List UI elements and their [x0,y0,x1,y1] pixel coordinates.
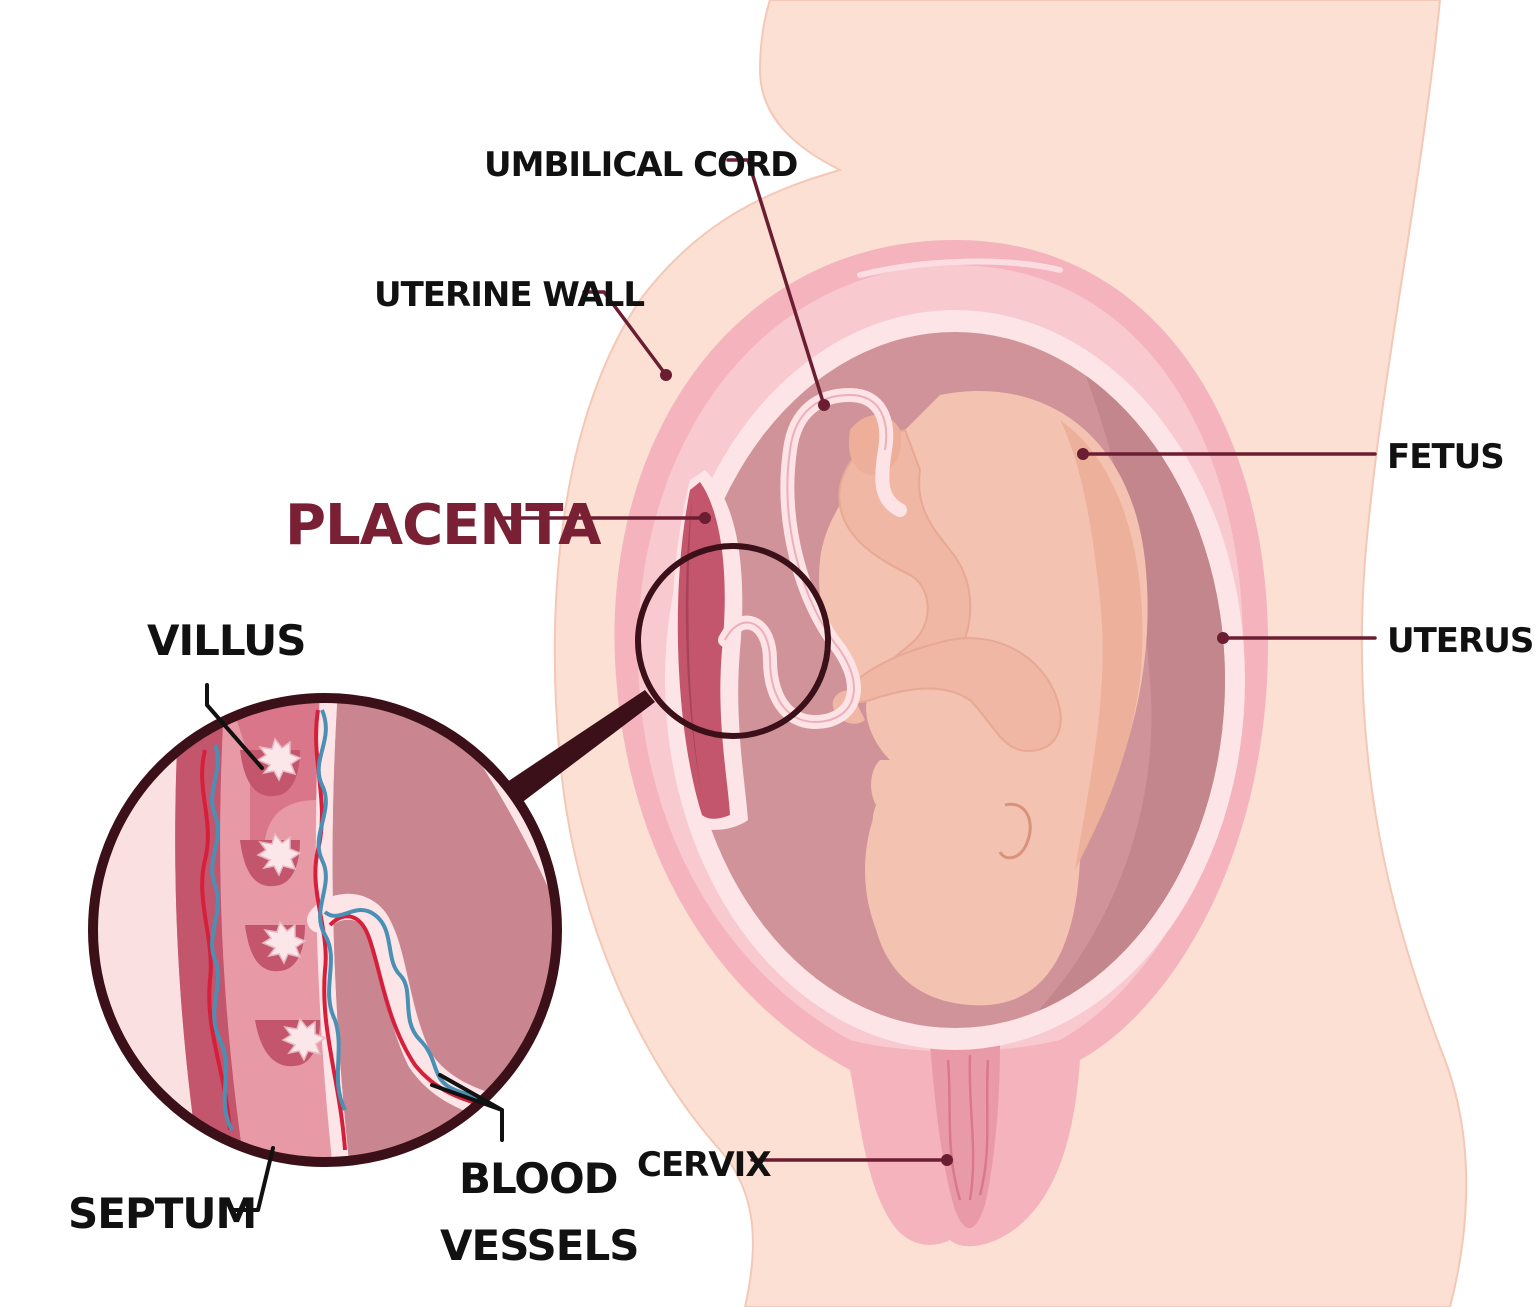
zoom-uterine-band [175,702,245,1158]
umbilical-cord-edge [724,393,888,723]
blood-vessels-label-line1: BLOOD [459,1154,618,1203]
fetus-leader-dot [1077,448,1089,460]
blood-vessels-label-line2: VESSELS [440,1221,639,1270]
placenta-leader-dot [699,512,711,524]
villus-tree-4 [281,1017,327,1062]
septum-label: SEPTUM [68,1189,256,1238]
umbilical-cord-label: UMBILICAL CORD [484,145,797,185]
fetus-illustration [819,391,1148,1006]
zoom-source-ring [635,543,831,739]
villus-tree-3 [261,920,307,965]
uterine-wall-leader [582,290,668,377]
vessel-blue-2 [316,709,347,1111]
cervix-folds [946,1054,990,1201]
placenta-label: PLACENTA [285,493,602,558]
septum-leader [230,1146,275,1212]
umbilical-cord-leader-dot [818,399,830,411]
zoom-detail [88,693,562,1167]
umbilical-cord-leader [726,158,826,407]
villus-tree-2 [256,832,302,877]
zoom-indicator [495,543,831,810]
villus-trees [256,737,327,1062]
fetus-back-shade [1060,420,1143,870]
vessel-red-1 [200,749,232,1131]
blood-vessels-leader [430,1073,504,1142]
fetus-label: FETUS [1387,437,1504,477]
uterine-wall-label: UTERINE WALL [374,275,644,315]
vessel-blue-1 [210,744,234,1131]
vessel-blue-3 [323,908,501,1102]
uterus-leader-dot [1217,632,1229,644]
zoom-connector [495,690,655,810]
amniotic-shade [1020,360,1225,1028]
labels: UMBILICAL CORD UTERINE WALL PLACENTA FET… [68,145,1534,1270]
fetus-ear [998,802,1032,860]
placenta-shade [685,500,705,810]
zoom-detail-ring [88,693,562,1167]
uterus-label: UTERUS [1387,621,1533,661]
leader-lines [205,158,1377,1212]
uterus-highlight [857,258,1063,278]
cervix-label: CERVIX [637,1145,771,1185]
fetus-face [871,760,915,872]
villus-leader [205,683,264,770]
cervix-leader-dot [941,1154,953,1166]
villus-tree-1 [256,737,302,782]
uterine-wall-leader-dot [660,369,672,381]
villus-label: VILLUS [147,616,306,665]
